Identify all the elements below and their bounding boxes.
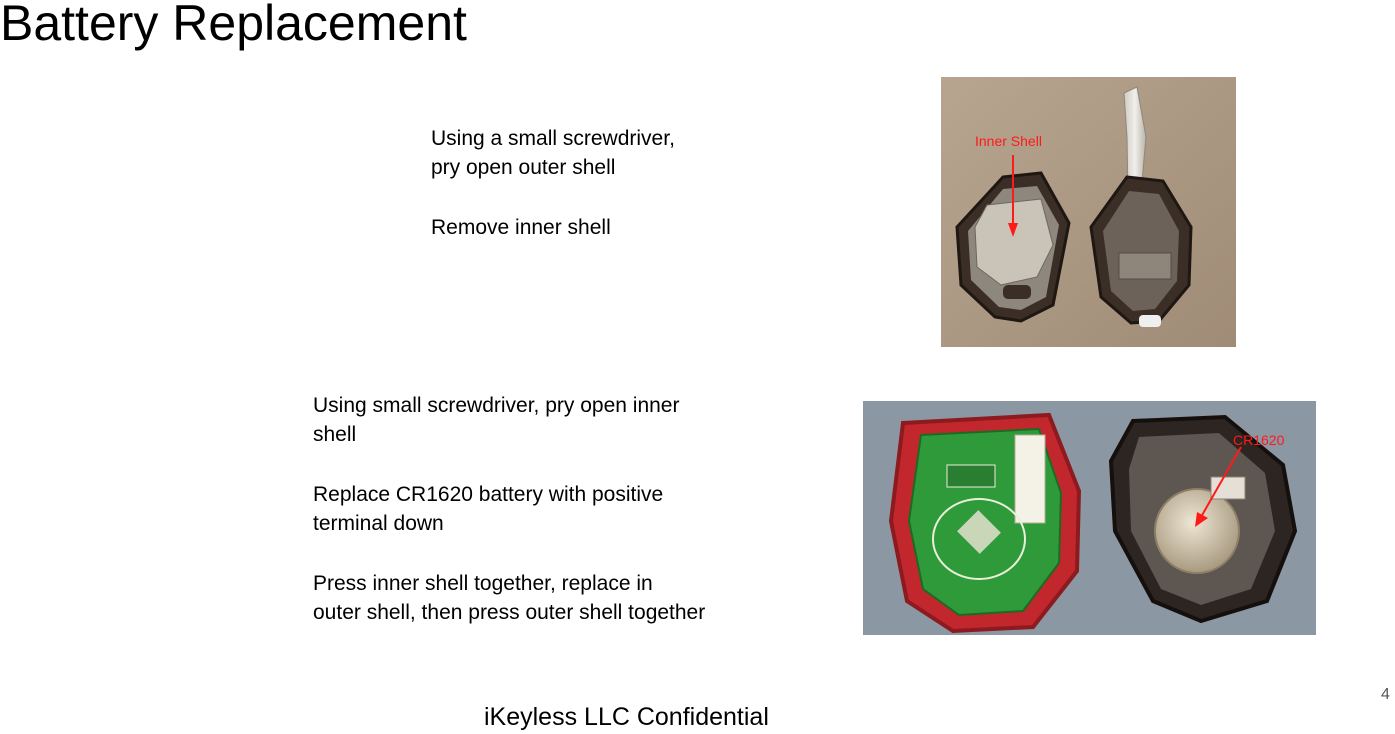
step-2-line: Press inner shell together, replace in	[313, 572, 653, 595]
page-number: 4	[1381, 686, 1390, 703]
step-1-instructions: Using a small screwdriver, pry open oute…	[431, 124, 675, 242]
cr1620-label: CR1620	[1233, 432, 1285, 448]
inner-shell-label: Inner Shell	[975, 133, 1042, 149]
slide-title: Battery Replacement	[0, 0, 467, 51]
outer-shell-photo: Inner Shell	[941, 77, 1236, 347]
step-2-line: terminal down	[313, 512, 444, 535]
step-2-line: outer shell, then press outer shell toge…	[313, 601, 706, 624]
circuit-and-battery-illustration	[863, 401, 1316, 635]
step-2-line: Using small screwdriver, pry open inner	[313, 394, 680, 417]
step-1-line: pry open outer shell	[431, 156, 616, 179]
step-1-line: Using a small screwdriver,	[431, 127, 675, 150]
step-2-instructions: Using small screwdriver, pry open inner …	[313, 391, 705, 627]
inner-shell-photo: CR1620	[863, 401, 1316, 635]
step-1-line: Remove inner shell	[431, 216, 611, 239]
step-2-line: Replace CR1620 battery with positive	[313, 483, 664, 506]
step-2-line: shell	[313, 423, 357, 446]
confidential-footer: iKeyless LLC Confidential	[484, 703, 769, 731]
key-fob-open-illustration	[941, 77, 1236, 347]
